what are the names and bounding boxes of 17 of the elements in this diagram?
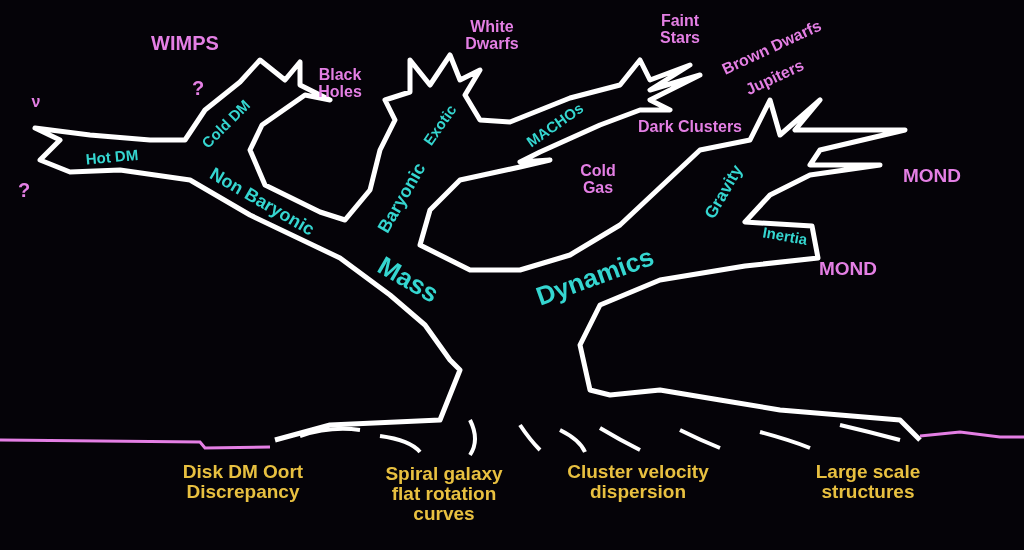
category-label: WIMPS <box>151 32 219 54</box>
leaf-label: Faint Stars <box>659 13 701 47</box>
evidence-label: Large scale structures <box>814 462 922 502</box>
leaf-label: White Dwarfs <box>464 19 520 53</box>
branch-label: Hot DM <box>85 146 139 168</box>
question-mark: ? <box>17 179 31 201</box>
branch-label: Inertia <box>761 224 809 248</box>
leaf-label: Black Holes <box>317 67 363 101</box>
evidence-label: Cluster velocity dispersion <box>566 462 710 502</box>
evidence-label: Spiral galaxy flat rotation curves <box>384 464 504 524</box>
category-label: MOND <box>902 166 962 186</box>
leaf-label: Dark Clusters <box>636 118 743 136</box>
question-mark: ? <box>191 77 205 99</box>
evidence-label: Disk DM Oort Discrepancy <box>181 462 305 502</box>
category-label: MOND <box>818 259 878 279</box>
leaf-label: Cold Gas <box>579 163 617 197</box>
symbol-label: ν <box>31 93 41 111</box>
